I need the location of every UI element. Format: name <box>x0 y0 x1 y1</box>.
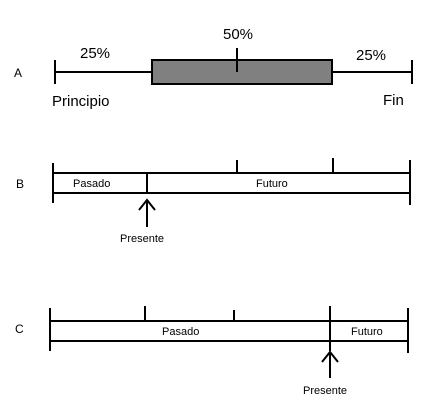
past-label-c: Pasado <box>162 326 199 338</box>
diagram-a: A 25% 50% 25% Principio Fin <box>14 26 413 110</box>
center-percent-a: 50% <box>223 26 253 43</box>
present-arrow-icon-b <box>138 198 156 211</box>
start-label-a: Principio <box>52 93 110 110</box>
right-percent-a: 25% <box>356 47 386 64</box>
row-label-c: C <box>15 322 24 336</box>
past-label-b: Pasado <box>73 178 110 190</box>
end-label-a: Fin <box>383 92 404 109</box>
middle-box-a <box>151 59 333 85</box>
future-label-c: Futuro <box>351 326 383 338</box>
diagram-c: C Pasado Futuro Presente <box>15 306 409 397</box>
left-percent-a: 25% <box>80 45 110 62</box>
row-label-b: B <box>16 177 24 191</box>
diagram-b: B Pasado Futuro Presente <box>16 158 411 245</box>
row-label-a: A <box>14 66 22 80</box>
future-label-b: Futuro <box>256 178 288 190</box>
present-label-c: Presente <box>303 385 347 397</box>
present-arrow-icon-c <box>321 350 339 363</box>
present-label-b: Presente <box>120 233 164 245</box>
